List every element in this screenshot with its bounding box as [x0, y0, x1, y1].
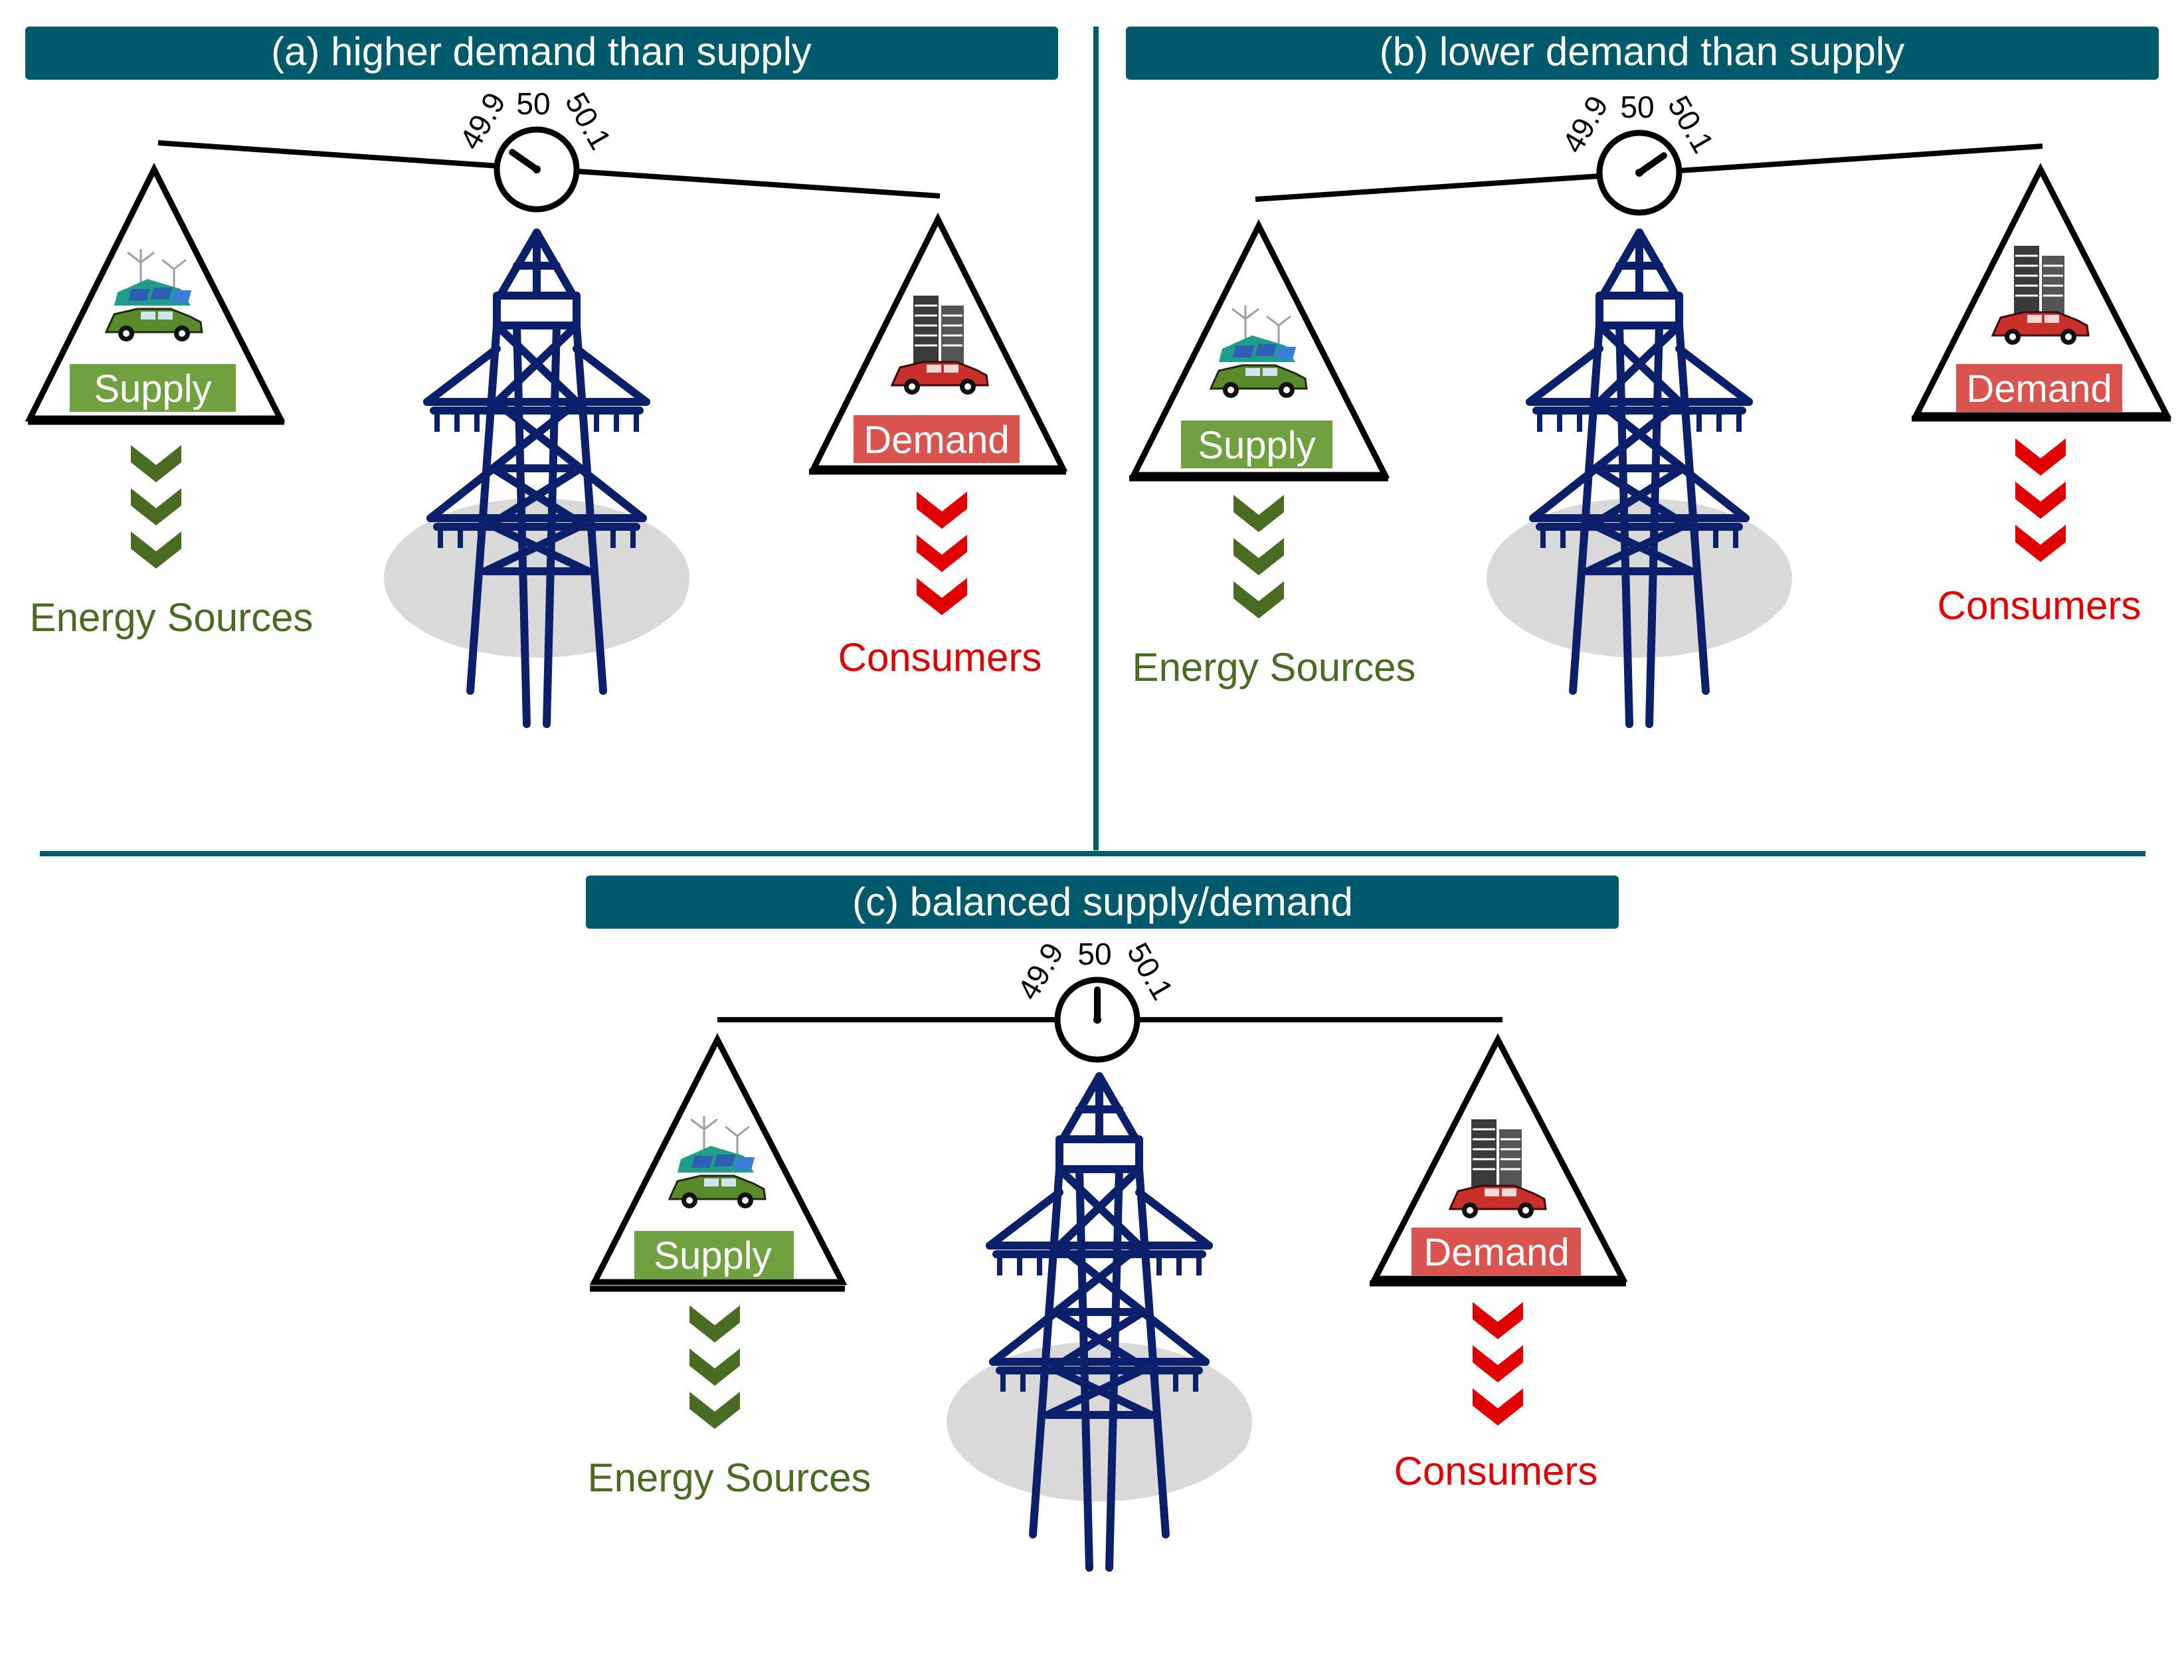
panel-c: (c) balanced supply/demand Supply Energy… — [586, 876, 1628, 1568]
panel-b-supply-badge — [1181, 420, 1332, 468]
panel-c-demand-arrows — [1473, 1302, 1523, 1426]
panel-b-energy-sources-label: Energy Sources — [1133, 645, 1416, 690]
panel-a-demand-arrows — [917, 492, 967, 615]
panel-b-transmission-tower — [1487, 233, 1792, 724]
panel-a-supply-arrows — [131, 445, 181, 569]
panel-a-title: (a) higher demand than supply — [271, 29, 812, 74]
panel-b-title: (b) lower demand than supply — [1380, 29, 1904, 74]
panel-c-gauge-mid-label: 50 — [1077, 937, 1111, 971]
panel-c-gauge-low-label: 49.9 — [1010, 937, 1070, 1006]
panel-b: (b) lower demand than supply Supply Ener… — [1126, 27, 2172, 724]
panel-a-supply-label: Supply — [94, 367, 211, 411]
panel-c-supply-arrows — [689, 1305, 740, 1429]
panel-b-demand-label: Demand — [1966, 367, 2112, 411]
panel-b-supply-pan: Supply — [1129, 219, 1390, 482]
panel-c-energy-sources-label: Energy Sources — [588, 1455, 871, 1500]
panel-c-demand-pan: Demand — [1370, 1033, 1628, 1287]
panel-a-demand-badge — [854, 415, 1020, 463]
panel-a-supply-badge — [70, 364, 236, 412]
panel-a-gauge-mid-label: 50 — [516, 86, 550, 121]
panel-c-demand-badge — [1411, 1228, 1581, 1275]
panel-b-title-bar — [1126, 27, 2159, 80]
panel-a-title-bar — [25, 27, 1058, 80]
panel-b-consumers-label: Consumers — [1938, 583, 2141, 628]
panel-a-supply-pan: Supply — [25, 162, 286, 425]
panel-b-supply-label: Supply — [1198, 424, 1315, 467]
panel-a: (a) higher demand than supply Supply Ene… — [25, 27, 1068, 724]
panel-b-demand-badge — [1956, 364, 2122, 412]
panel-b-supply-arrows — [1233, 495, 1284, 618]
panel-a-consumers-label: Consumers — [838, 635, 1042, 680]
panel-c-supply-badge — [634, 1231, 794, 1279]
panel-c-transmission-tower — [947, 1076, 1252, 1568]
panel-c-consumers-label: Consumers — [1394, 1449, 1598, 1493]
panel-c-title-bar — [586, 876, 1619, 929]
panel-c-frequency-gauge: 49.9 50 50.1 — [1010, 937, 1180, 1063]
panel-a-frequency-gauge: 49.9 50 50.1 — [452, 86, 618, 213]
panel-c-title: (c) balanced supply/demand — [852, 880, 1353, 924]
panel-b-frequency-gauge: 49.9 50 50.1 — [1555, 90, 1721, 216]
panel-a-transmission-tower — [384, 233, 689, 724]
panel-a-demand-pan: Demand — [808, 212, 1068, 475]
panel-c-supply-pan: Supply — [589, 1033, 848, 1292]
panel-a-demand-label: Demand — [864, 419, 1009, 462]
panel-a-energy-sources-label: Energy Sources — [30, 595, 314, 640]
panel-b-demand-pan: Demand — [1911, 163, 2172, 422]
panel-b-gauge-mid-label: 50 — [1620, 90, 1654, 124]
panel-c-demand-label: Demand — [1423, 1231, 1569, 1274]
panel-b-demand-arrows — [2015, 438, 2066, 562]
panel-c-supply-label: Supply — [654, 1234, 771, 1277]
